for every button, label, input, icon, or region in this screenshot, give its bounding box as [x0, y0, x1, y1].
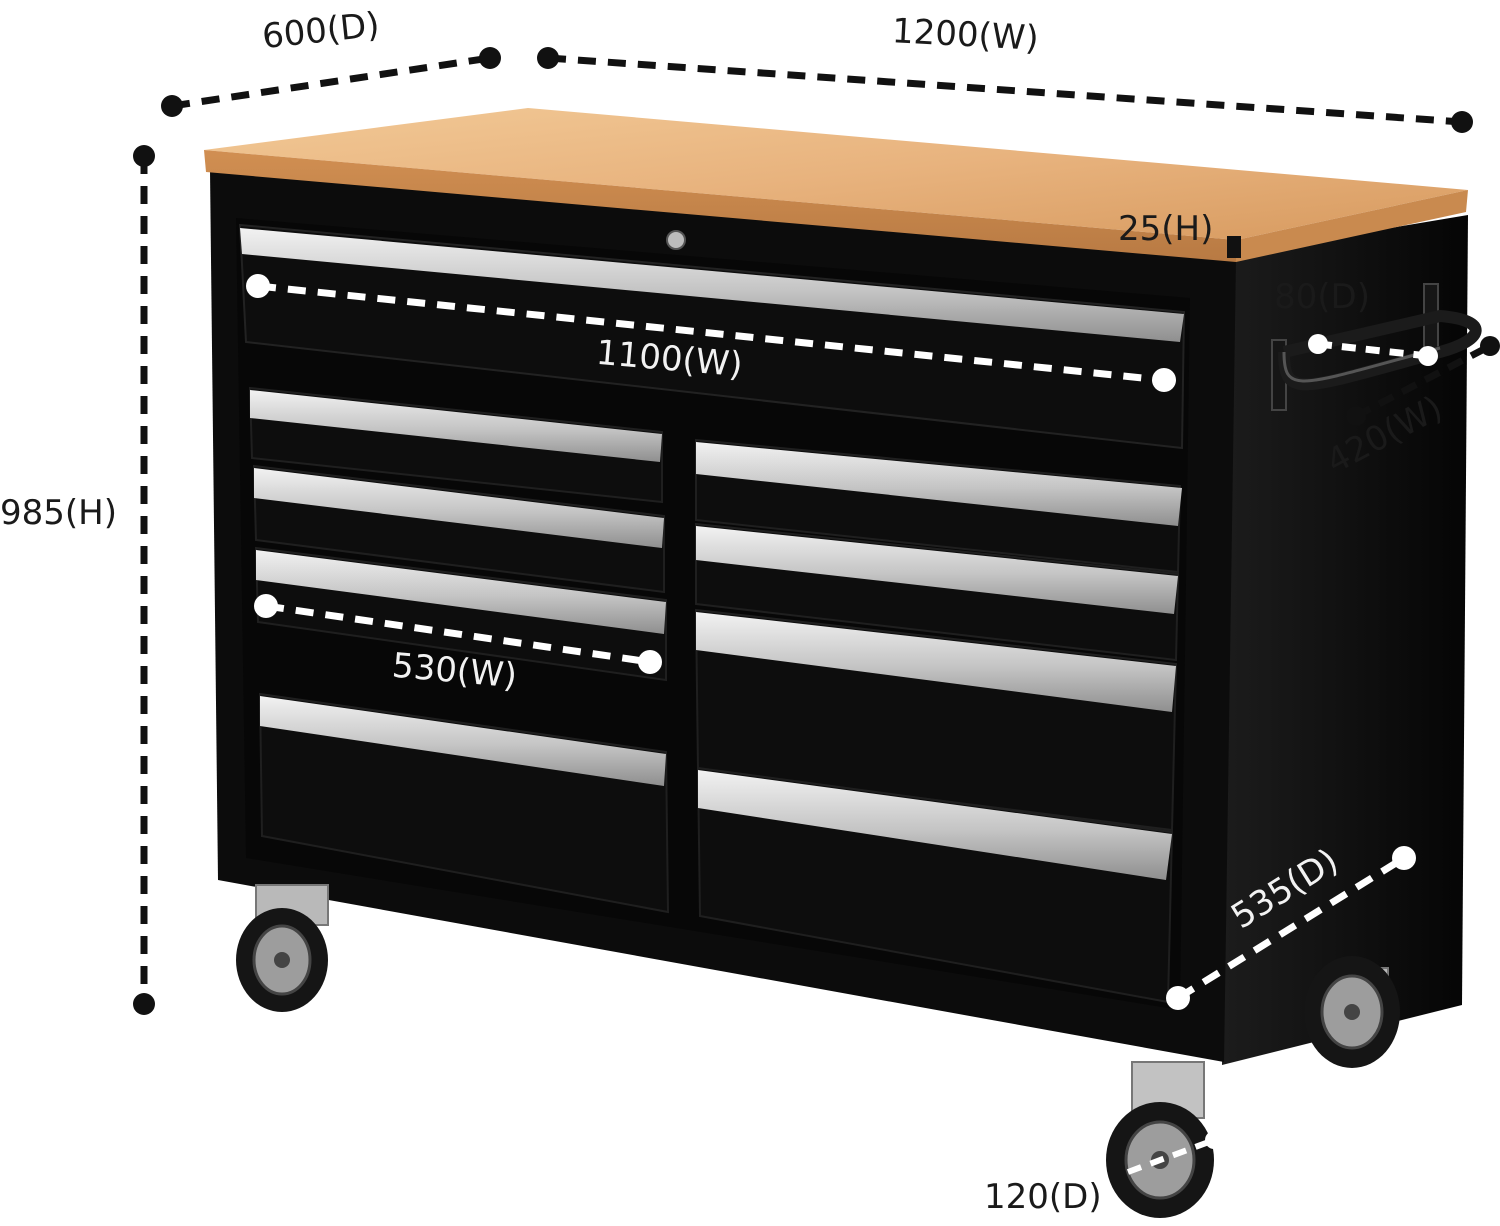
top-drawer-handle: [240, 228, 1184, 342]
right-drawer-3-handle: [696, 612, 1176, 712]
right-drawer-1-handle: [696, 442, 1182, 526]
small-drawer-width-label: 530(W): [390, 645, 519, 697]
top-thickness-label: 25(H): [1118, 209, 1214, 249]
wood-worktop-side-edge: [1236, 190, 1468, 262]
width-total-label: 1200(W): [891, 11, 1040, 59]
left-drawer-1-handle: [250, 390, 662, 462]
height-total-label: 985(H): [0, 493, 117, 533]
caster-wheel-icon: [236, 884, 329, 1012]
cabinet-lock-icon: [666, 230, 686, 250]
wood-worktop-front-edge: [204, 150, 1236, 262]
caster-wheel-right-back: [1304, 956, 1400, 1068]
dimension-lines-light: [246, 274, 1438, 1175]
left-drawer-4-handle: [260, 696, 666, 786]
dimension-lines-dark: [133, 47, 1500, 1015]
right-drawer-2-handle: [696, 526, 1178, 614]
left-drawer-column: [248, 386, 670, 914]
left-drawer-2-handle: [254, 468, 664, 548]
right-drawer-column: [694, 438, 1182, 1004]
wood-worktop: [204, 108, 1468, 240]
caster-depth-label: 120(D): [984, 1177, 1102, 1217]
right-drawer-4-handle: [698, 770, 1172, 880]
caster-wheel-right-front: [1106, 1061, 1214, 1218]
left-drawer-3-handle: [256, 550, 666, 634]
handle-depth-label: 80(D): [1274, 277, 1370, 317]
